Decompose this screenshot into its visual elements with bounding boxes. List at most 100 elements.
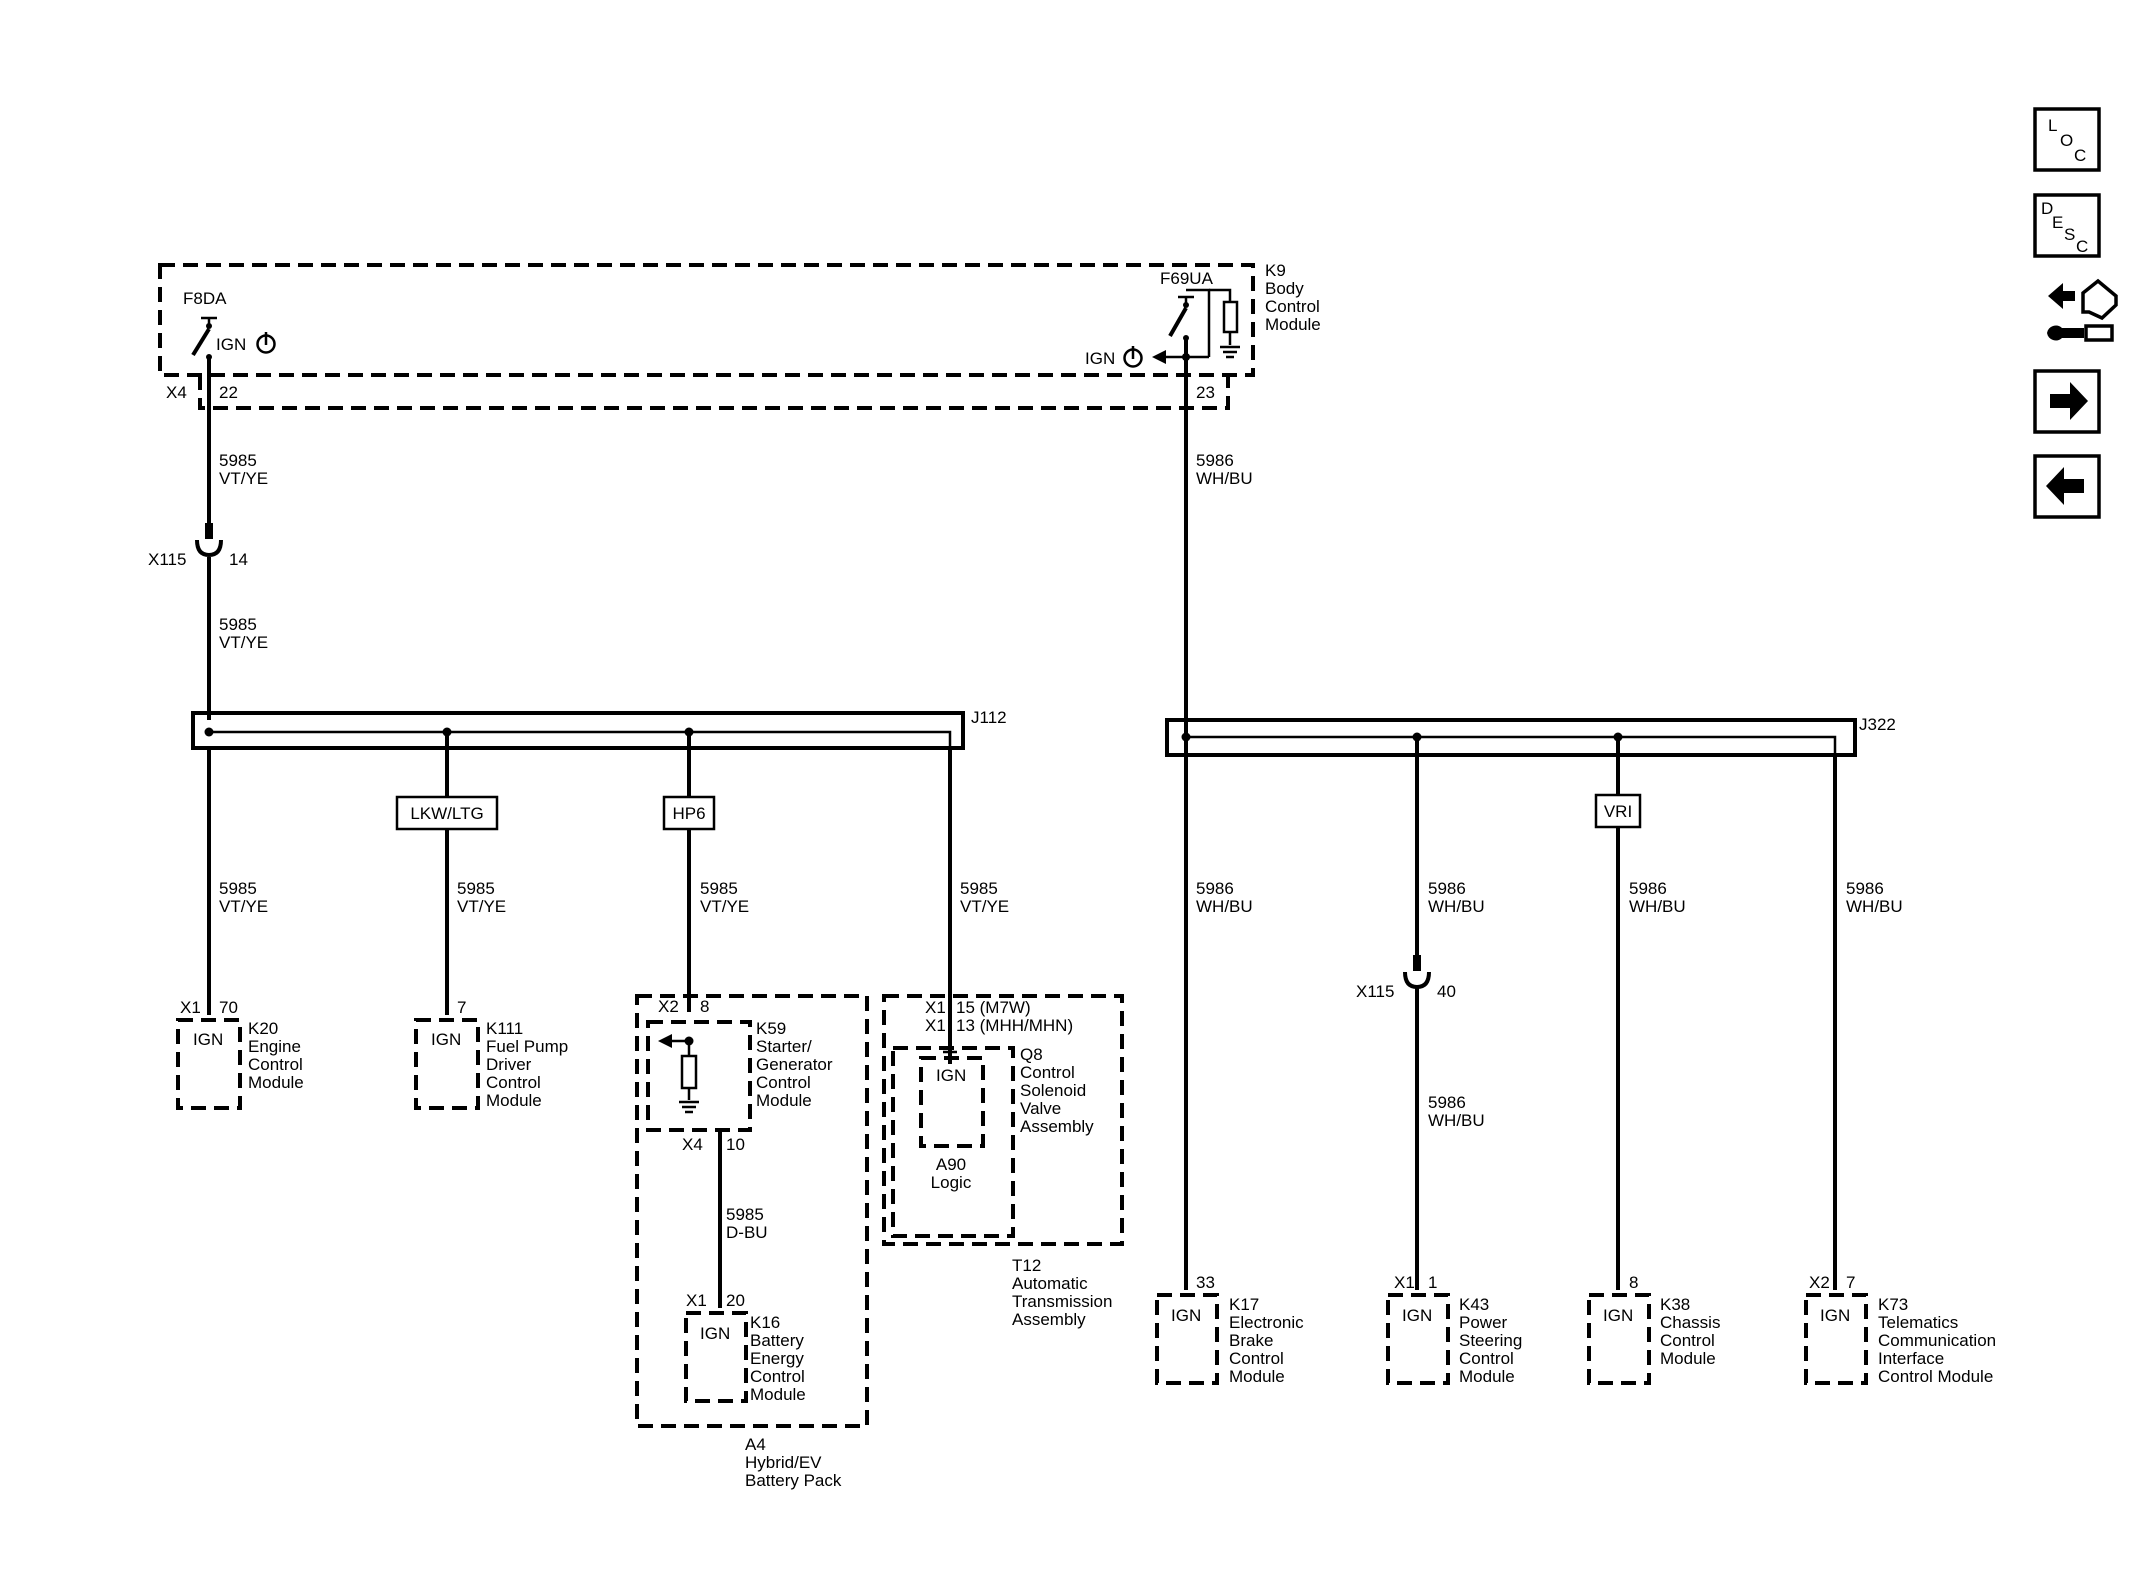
desc-button[interactable]: D E S C [2033,193,2101,258]
k59-label-line4: Module [756,1091,812,1110]
k9-label-line1: Body [1265,279,1304,298]
loc-letter-2: O [2060,131,2073,150]
k9-connector-outline [198,375,1230,410]
k43-power-steering-control-module: X1 1 IGN K43 Power Steering Control Modu… [1386,1273,1522,1386]
k59-label-line1: Starter/ [756,1037,812,1056]
splice-connector-x115-left [195,523,223,558]
k59-connector-x4: X4 [682,1135,703,1154]
k17-electronic-brake-control-module: 33 IGN K17 Electronic Brake Control Modu… [1155,1273,1304,1386]
k16-pin: 20 [726,1291,745,1310]
loc-letter-3: C [2074,146,2086,165]
k43-label-line1: Power [1459,1313,1508,1332]
k73-pin: 7 [1846,1273,1855,1292]
ign-label-left: IGN [216,335,246,354]
k9-pin-22: 22 [219,383,238,402]
j322-label: J322 [1859,715,1896,734]
k73-ign: IGN [1820,1306,1850,1325]
desc-letter-3: S [2064,225,2075,244]
k38-ref: K38 [1660,1295,1690,1314]
circuit-number: 5986 [1629,879,1667,898]
k111-label-line3: Control [486,1073,541,1092]
wire-color: VT/YE [457,897,506,916]
k20-label-line3: Module [248,1073,304,1092]
fuse-f69ua-label: F69UA [1160,269,1214,288]
k38-label-line1: Chassis [1660,1313,1720,1332]
k20-ign: IGN [193,1030,223,1049]
k9-label-line2: Control [1265,297,1320,316]
k17-label-line3: Control [1229,1349,1284,1368]
k9-connector-x4: X4 [166,383,187,402]
loc-button[interactable]: L O C [2033,107,2101,172]
a4-ref: A4 [745,1435,766,1454]
k43-pin: 1 [1428,1273,1437,1292]
k73-label-line1: Telematics [1878,1313,1958,1332]
circuit-number: 5985 [457,879,495,898]
t12-label-line3: Assembly [1012,1310,1086,1329]
k38-label-line3: Module [1660,1349,1716,1368]
t12-ref: T12 [1012,1256,1041,1275]
k73-connector: X2 [1809,1273,1830,1292]
k38-label-line2: Control [1660,1331,1715,1350]
k17-ign: IGN [1171,1306,1201,1325]
circuit-number: 5986 [1846,879,1884,898]
j112-branches: 5985 VT/YE LKW/LTG 5985 VT/YE HP6 5985 V… [207,732,1009,1060]
circuit-number: 5986 [1196,879,1234,898]
option-vri-label: VRI [1604,802,1632,821]
q8-ref: Q8 [1020,1045,1043,1064]
fuse-switch-symbol-left [191,316,217,375]
k9-module-outline [158,263,1255,377]
desc-icon: D E S C [2041,199,2088,256]
k43-label-line4: Module [1459,1367,1515,1386]
t12-label-line2: Transmission [1012,1292,1112,1311]
k43-ref: K43 [1459,1295,1489,1314]
wire-color: VT/YE [219,633,268,652]
q8-label-line3: Valve [1020,1099,1061,1118]
connector-tool-button[interactable] [2047,278,2118,342]
desc-letter-2: E [2052,213,2063,232]
loc-icon: L O C [2048,116,2086,165]
circuit-number: 5985 [960,879,998,898]
wire-color: WH/BU [1196,469,1253,488]
q8-label-line2: Solenoid [1020,1081,1086,1100]
circuit-5986-feed: 5986 WH/BU [1184,375,1253,1290]
q8-connector-a: X1 [925,998,946,1017]
circuit-number: 5985 [219,451,257,470]
power-icon [256,332,276,354]
wire-color: WH/BU [1428,897,1485,916]
a90-ign: IGN [936,1066,966,1085]
k16-ref: K16 [750,1313,780,1332]
q8-label-line4: Assembly [1020,1117,1094,1136]
k111-fuel-pump-driver-control-module: 7 IGN K111 Fuel Pump Driver Control Modu… [414,998,568,1110]
circuit-number: 5986 [1196,451,1234,470]
k17-label-line1: Electronic [1229,1313,1304,1332]
back-button[interactable] [2033,454,2101,519]
k59-ref: K59 [756,1019,786,1038]
fuse-switch-symbol-right [1152,288,1240,375]
t12-label-line1: Automatic [1012,1274,1088,1293]
a90-label: Logic [931,1173,972,1192]
desc-letter-4: C [2076,237,2088,256]
k17-pin: 33 [1196,1273,1215,1292]
next-button[interactable] [2033,369,2101,434]
k38-pin: 8 [1629,1273,1638,1292]
circuit-number: 5985 [700,879,738,898]
k59-starter-generator-control-module: X2 8 X4 10 K59 Starter/ Generator Contro… [646,997,833,1308]
wire-color: VT/YE [960,897,1009,916]
q8-connector-b: X1 [925,1016,946,1035]
k17-label-line2: Brake [1229,1331,1273,1350]
splice-pack-j322: J322 [1165,715,1896,757]
k111-pin: 7 [457,998,466,1017]
k73-label-line4: Control Module [1878,1367,1993,1386]
wire-color: WH/BU [1846,897,1903,916]
k59-label-line3: Control [756,1073,811,1092]
k111-ref: K111 [486,1019,523,1038]
q8-label-line1: Control [1020,1063,1075,1082]
k9-body-control-module: K9 Body Control Module F8DA IGN F69UA [158,261,1321,410]
a90-ref: A90 [936,1155,966,1174]
q8-pin-a: 15 (M7W) [956,998,1031,1017]
wire-color: D-BU [726,1223,768,1242]
circuit-number: 5985 [726,1205,764,1224]
k73-label-line3: Interface [1878,1349,1944,1368]
ign-label-right: IGN [1085,349,1115,368]
